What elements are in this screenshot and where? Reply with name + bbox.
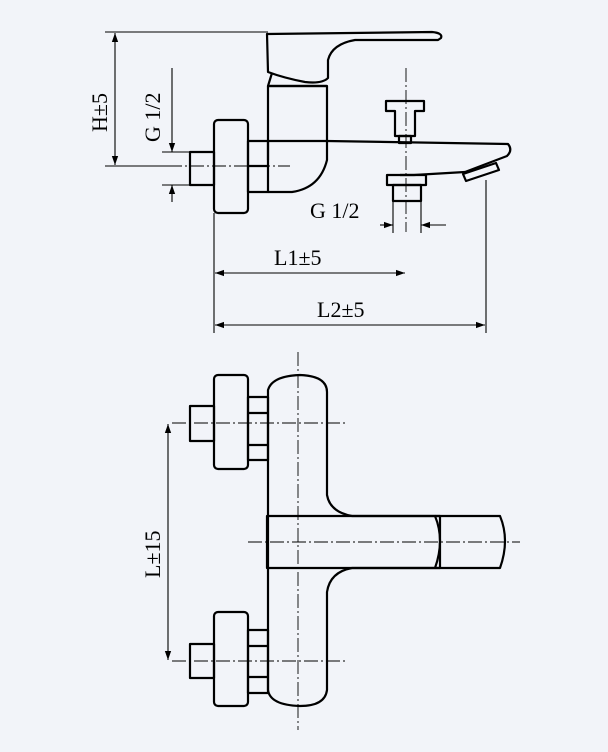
body-lower [266, 141, 329, 194]
aerator [461, 161, 501, 183]
escutcheon [212, 118, 250, 215]
lower-escutcheon [212, 610, 250, 708]
dim-l1-label: L1±5 [274, 245, 322, 270]
upper-inlet-nut [246, 395, 270, 462]
upper-escutcheon [212, 373, 250, 471]
upper-eccentric [188, 404, 216, 443]
front-body [266, 373, 442, 708]
dim-l2-label: L2±5 [317, 297, 365, 322]
dim-g-inlet-label: G 1/2 [140, 93, 165, 143]
dim-h-label: H±5 [87, 93, 112, 132]
shower-outlet-nut [385, 173, 428, 187]
lower-inlet-nut [246, 628, 270, 695]
front-view: L±15 [140, 352, 520, 730]
side-view: H±5 G 1/2 G 1/2 L1±5 L2±5 [87, 30, 512, 333]
diverter-knob [384, 99, 426, 138]
dim-g-outlet-label: G 1/2 [310, 198, 360, 223]
shower-outlet-thread [391, 183, 423, 203]
diverter-stem [397, 134, 413, 145]
mixer-body [266, 84, 329, 143]
lever-handle [265, 30, 443, 84]
eccentric-connector [188, 150, 216, 187]
front-handle-tip [435, 514, 507, 570]
spout [326, 139, 512, 177]
dim-l-label: L±15 [140, 530, 165, 578]
